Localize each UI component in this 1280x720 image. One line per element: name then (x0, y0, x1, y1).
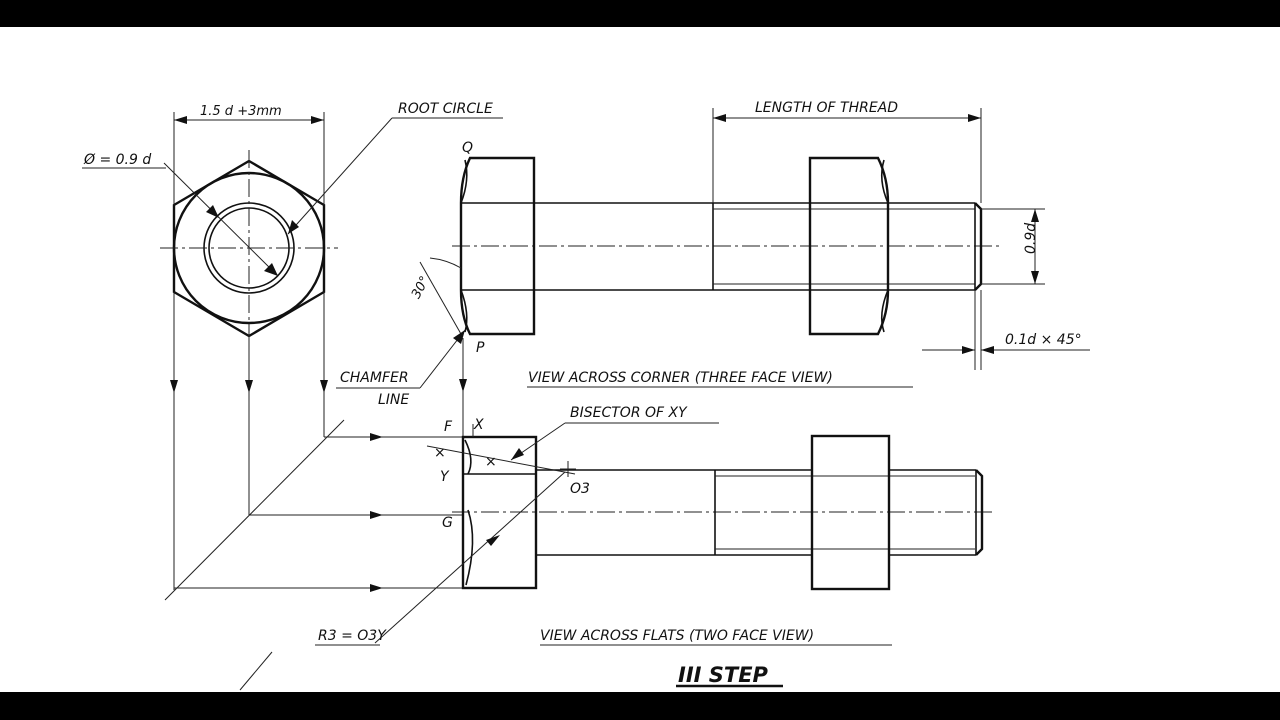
proj-h-arrow-top (370, 433, 383, 441)
bisector-leader-arrow (511, 448, 524, 460)
drawing-sheet (0, 27, 1280, 692)
proj-h-arrow-bot (370, 584, 383, 592)
head-projector-arrow (459, 379, 467, 392)
bisector-mark-2: × (485, 454, 497, 470)
flats-head-arc-top (464, 439, 472, 475)
chamfer-line-label-2: LINE (378, 392, 409, 408)
r3-label: R3 = O3Y (318, 628, 387, 644)
proj-arrow-center (245, 380, 253, 393)
flats-bolt-head (461, 435, 538, 590)
miter-line (164, 419, 345, 601)
root-circle-leader (287, 117, 393, 235)
width-arrow-right (311, 116, 324, 124)
proj-h-arrow-mid (370, 511, 383, 519)
view-across-flats-title: VIEW ACROSS FLATS (TWO FACE VIEW) (540, 628, 814, 644)
dia-09d-label: 0.9d (1023, 223, 1039, 254)
chamfer-arrow-left (962, 346, 975, 354)
root-circle-label: ROOT CIRCLE (398, 101, 493, 117)
bisector-label: BISECTOR OF XY (570, 405, 688, 421)
chamfer-arrow-right (981, 346, 994, 354)
g-label: G (442, 515, 453, 531)
d09-arrow-top (1031, 209, 1039, 222)
head-face-arc-2 (460, 289, 468, 333)
flats-head-arc-r3 (465, 509, 474, 586)
end-view (82, 112, 503, 691)
r3-leader-arrow (486, 535, 500, 546)
nut-face-arc-2 (880, 289, 889, 333)
view-across-corner (336, 108, 1090, 437)
diameter-arrow-a (206, 205, 219, 218)
nut (808, 156, 890, 336)
nut-face-arc-1 (880, 159, 889, 204)
chamfer-line-label-1: CHAMFER (340, 370, 409, 386)
lot-arrow-left (713, 114, 726, 122)
bisector-line (426, 445, 576, 475)
view-across-corner-title: VIEW ACROSS CORNER (THREE FACE VIEW) (528, 370, 833, 386)
angle-ref-line (419, 261, 462, 335)
view-across-flats: × × (315, 422, 995, 688)
width-arrow-left (174, 116, 187, 124)
d09-arrow-bottom (1031, 271, 1039, 284)
length-of-thread-label: LENGTH OF THREAD (755, 100, 898, 116)
flats-nut (810, 434, 891, 591)
diameter-arrow-b (264, 263, 278, 276)
x-label: X (473, 417, 484, 433)
bisector-mark-1: × (434, 445, 446, 461)
y-label: Y (440, 469, 450, 485)
chamfer-leader-arrow (453, 330, 465, 344)
lot-arrow-right (968, 114, 981, 122)
f-label: F (444, 419, 453, 435)
o3-label: O3 (570, 481, 590, 497)
p-label: P (476, 340, 485, 356)
head-face-arc-1 (460, 159, 468, 204)
top-width-label: 1.5 d +3mm (200, 104, 282, 119)
q-label: Q (462, 140, 473, 156)
root-circle-arrow (288, 220, 299, 234)
stray-line-bottom (239, 651, 273, 691)
proj-arrow-left (170, 380, 178, 393)
phi-label: Ø = 0.9 d (83, 152, 151, 168)
chamfer-size-label: 0.1d × 45° (1005, 332, 1082, 348)
r3-leader (374, 471, 566, 644)
flats-bolt-end-chamfer (975, 469, 984, 556)
proj-arrow-right (320, 380, 328, 393)
angle-arc (429, 257, 462, 269)
step-title: III STEP (678, 663, 769, 687)
diameter-leader (163, 162, 279, 277)
bolt-end-chamfer (974, 202, 983, 291)
